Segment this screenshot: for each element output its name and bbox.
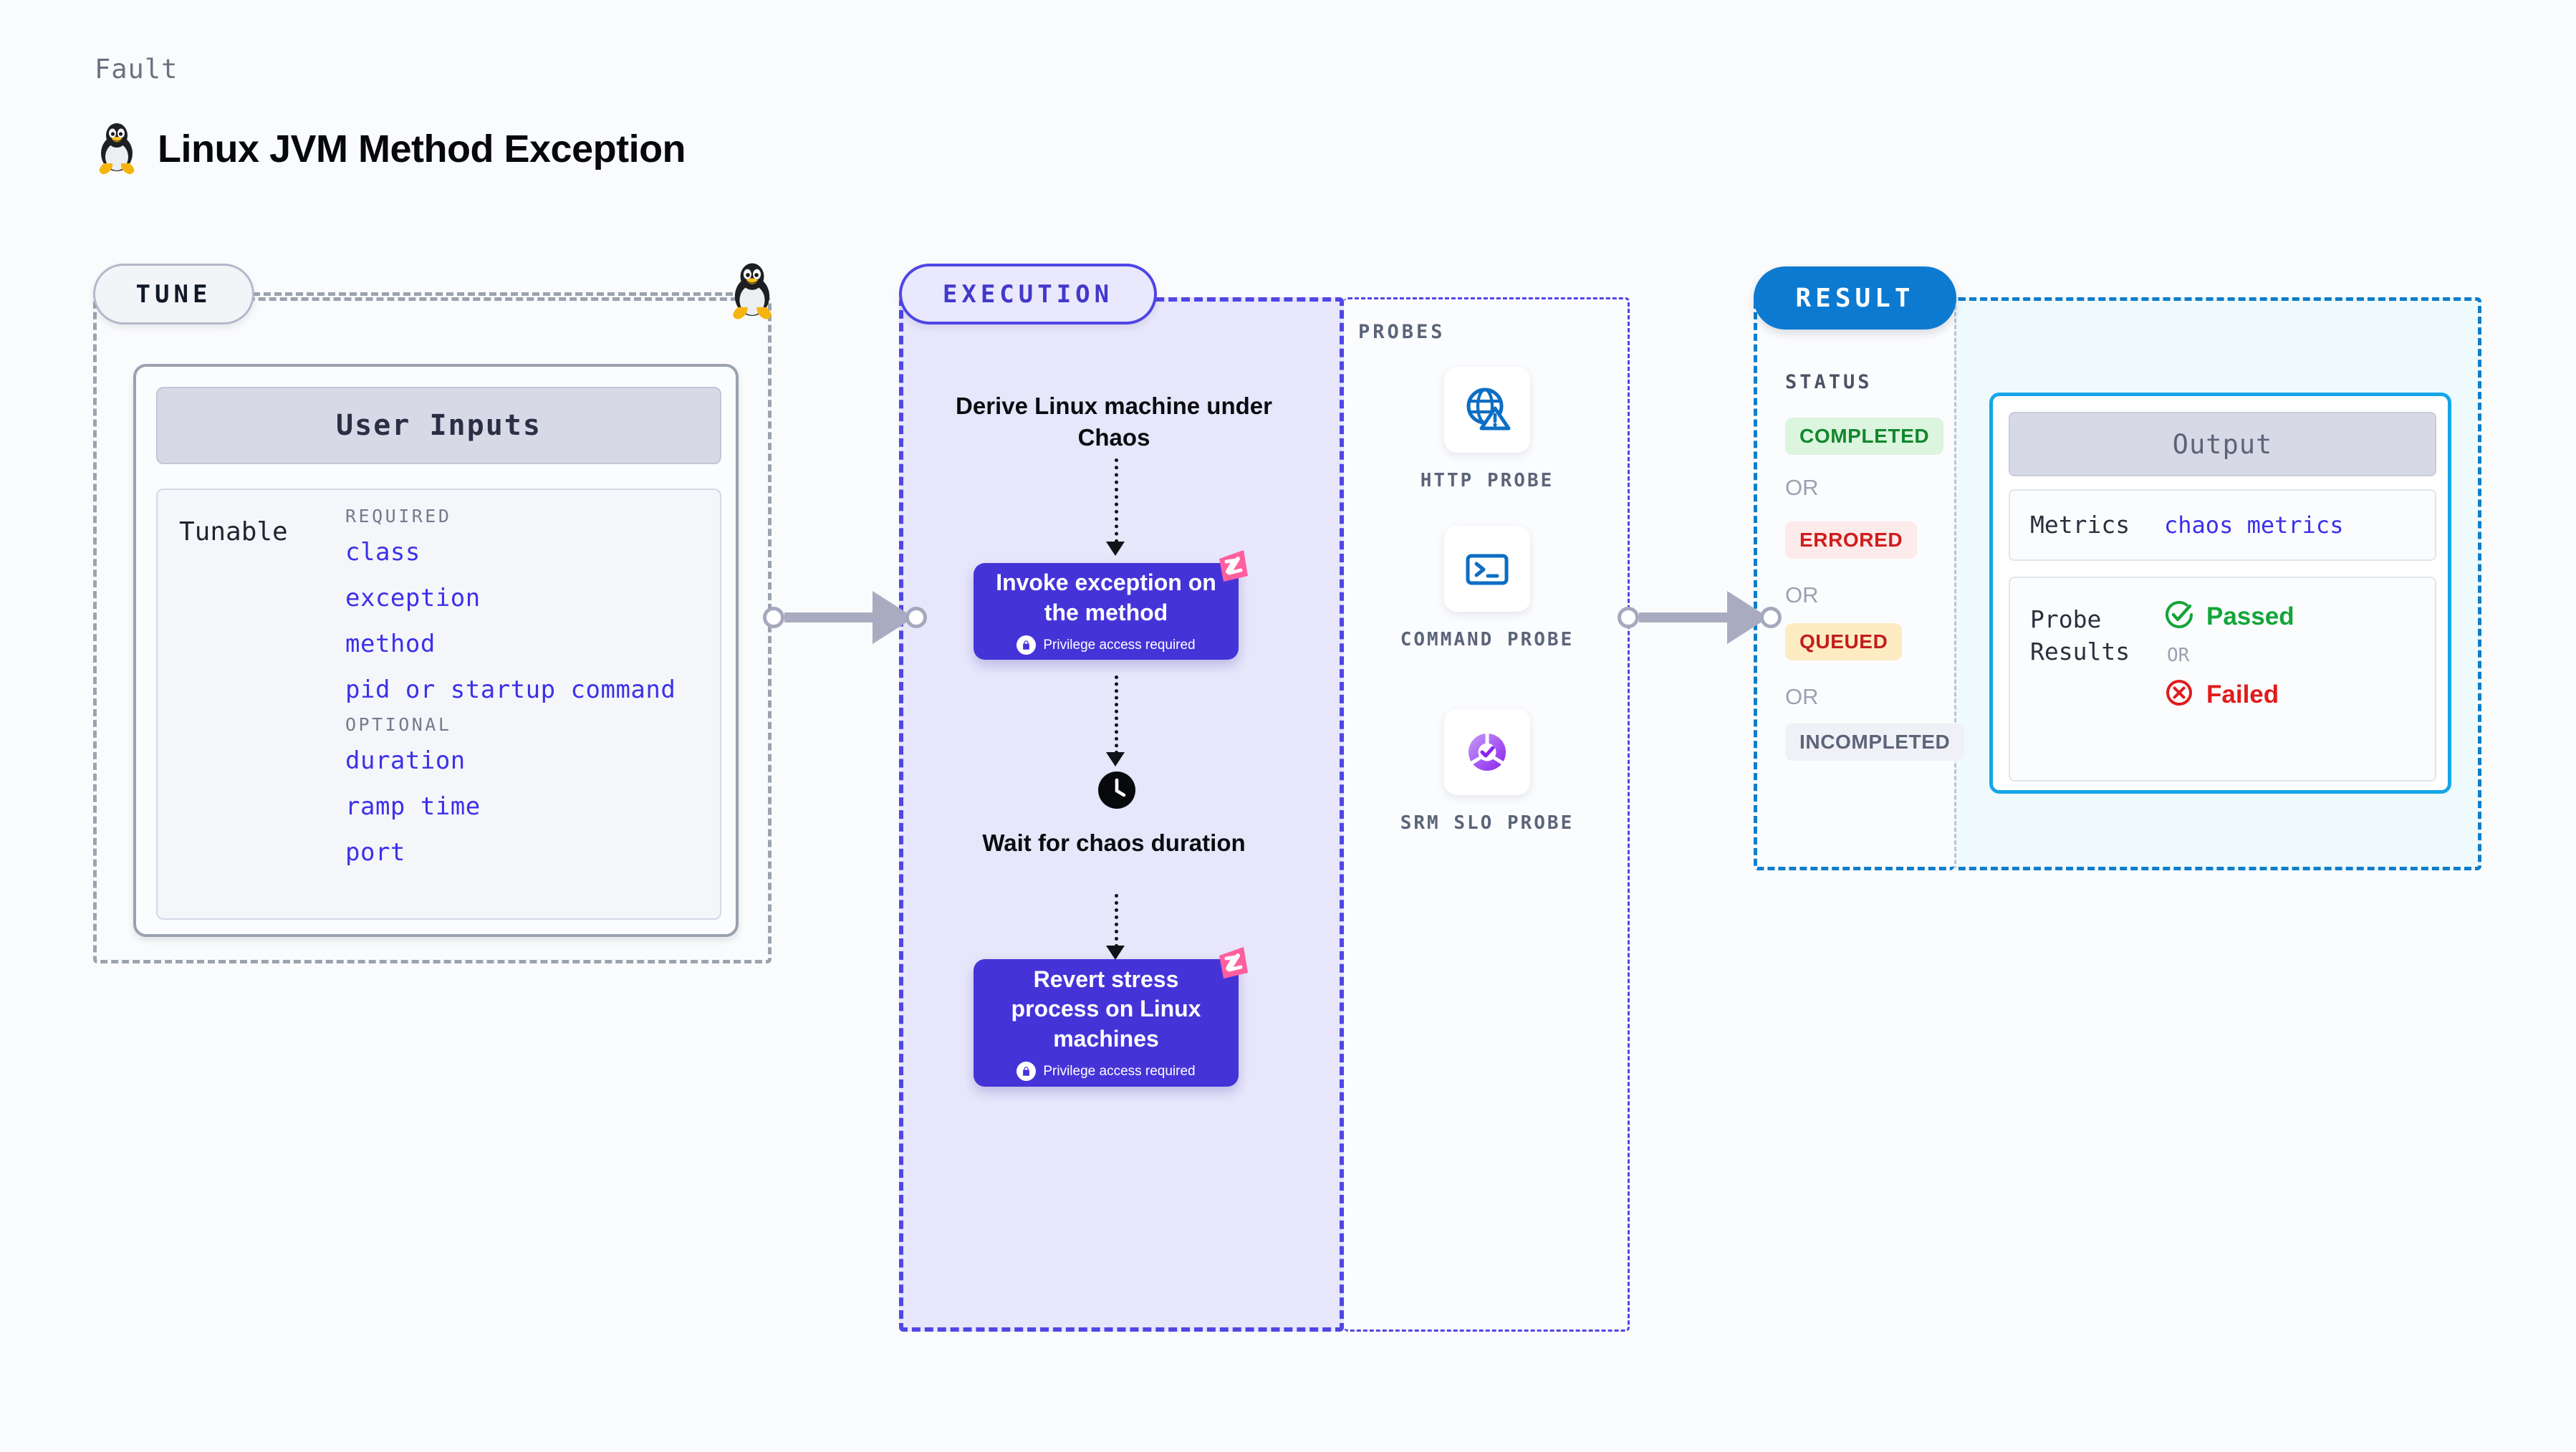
harness-logo-icon: [1212, 943, 1252, 986]
status-badge-errored-wrap: ERRORED: [1785, 521, 1918, 559]
status-badge-incompleted-wrap: INCOMPLETED: [1785, 723, 1965, 761]
tunable-param-port[interactable]: port: [345, 838, 405, 867]
status-or-3: OR: [1785, 684, 1819, 709]
srm-slo-donut-icon: [1444, 709, 1530, 795]
tunable-label: Tunable: [179, 517, 288, 547]
output-probe-results-key: Probe Results: [2030, 605, 2130, 665]
probe-result-or: OR: [2167, 645, 2190, 666]
connector-dot-start: [1618, 607, 1639, 628]
terminal-icon: [1444, 526, 1530, 612]
connector-dot-end: [905, 607, 927, 628]
probes-stage-container: [1344, 297, 1630, 1332]
result-stage-pill[interactable]: RESULT: [1754, 266, 1956, 330]
execution-stage-container: [899, 297, 1344, 1332]
connector-dot-end: [1760, 607, 1782, 628]
status-badge-queued-wrap: QUEUED: [1785, 623, 1903, 660]
probe-label-command: COMMAND PROBE: [1400, 629, 1575, 650]
execution-stage-pill[interactable]: EXECUTION: [899, 264, 1157, 324]
probe-label-srm-slo: SRM SLO PROBE: [1400, 812, 1575, 834]
user-inputs-card: User Inputs Tunable REQUIRED class excep…: [133, 364, 739, 937]
probe-result-failed: Failed: [2164, 678, 2294, 711]
output-card: Output Metrics chaos metrics Probe Resul…: [1989, 393, 2451, 794]
execution-arrowhead-2: [1106, 752, 1125, 766]
execution-step-revert-stress-title: Revert stress process on Linux machines: [1011, 966, 1201, 1052]
status-badge-queued: QUEUED: [1785, 623, 1903, 660]
probe-item-command[interactable]: COMMAND PROBE: [1387, 526, 1587, 653]
tune-connector-dashed-line: [253, 292, 754, 296]
tunable-param-exception[interactable]: exception: [345, 584, 481, 612]
status-badge-completed: COMPLETED: [1785, 418, 1944, 455]
user-inputs-title: User Inputs: [156, 387, 721, 464]
execution-step-derive-machine: Derive Linux machine under Chaos: [956, 393, 1272, 451]
connector-shaft: [784, 612, 874, 622]
linux-tux-icon: [95, 122, 139, 176]
privilege-access-note-2: Privilege access required: [1017, 1062, 1196, 1082]
privilege-access-note-1: Privilege access required: [1017, 635, 1196, 655]
status-badge-incompleted: INCOMPLETED: [1785, 723, 1965, 761]
check-circle-icon: [2164, 600, 2194, 633]
probe-label-http: HTTP PROBE: [1420, 470, 1554, 491]
tunable-param-class[interactable]: class: [345, 538, 420, 567]
clock-icon: [1098, 771, 1135, 812]
execution-dotted-connector-3: [1115, 894, 1118, 948]
connector-arrow-execution-to-result: [1618, 591, 1782, 644]
tunable-param-method[interactable]: method: [345, 630, 436, 658]
probes-section-title: PROBES: [1358, 321, 1446, 343]
output-metrics-key: Metrics: [2030, 510, 2130, 539]
execution-arrowhead-1: [1106, 542, 1125, 556]
close-circle-icon: [2164, 678, 2194, 711]
execution-dotted-connector-1: [1115, 458, 1118, 543]
execution-step-invoke-exception-card[interactable]: Invoke exception on the method Privilege…: [974, 563, 1239, 660]
connector-dot-start: [763, 607, 784, 628]
probe-result-passed: Passed: [2164, 600, 2294, 633]
connector-shaft: [1639, 612, 1729, 622]
output-row-metrics: Metrics chaos metrics: [2009, 489, 2436, 561]
status-section-title: STATUS: [1785, 371, 1873, 393]
connector-arrow-tune-to-execution: [763, 591, 927, 644]
probe-item-srm-slo[interactable]: SRM SLO PROBE: [1387, 709, 1587, 836]
tunable-param-ramp-time[interactable]: ramp time: [345, 792, 481, 821]
tune-stage-container: [93, 297, 772, 963]
tunable-param-duration[interactable]: duration: [345, 746, 466, 775]
lock-icon: [1017, 635, 1037, 655]
output-row-probe-results: Probe Results Passed OR: [2009, 577, 2436, 782]
output-probe-results-values: Passed OR Failed: [2164, 578, 2294, 711]
execution-arrowhead-3: [1106, 946, 1125, 960]
privilege-access-label-1: Privilege access required: [1043, 637, 1196, 653]
page-title: Linux JVM Method Exception: [158, 128, 686, 170]
result-status-container: [1754, 297, 1954, 870]
probe-item-http[interactable]: HTTP PROBE: [1387, 367, 1587, 494]
page-eyebrow: Fault: [95, 54, 178, 85]
status-or-2: OR: [1785, 582, 1819, 607]
probe-result-passed-label: Passed: [2206, 602, 2294, 630]
tune-stage-pill[interactable]: TUNE: [93, 264, 254, 324]
tunable-parameter-list: REQUIRED class exception method pid or s…: [345, 506, 711, 884]
group-label-optional: OPTIONAL: [345, 714, 452, 735]
privilege-access-label-2: Privilege access required: [1043, 1063, 1196, 1079]
status-or-1: OR: [1785, 475, 1819, 500]
execution-step-wait-for-chaos: Wait for chaos duration: [982, 830, 1246, 856]
output-metrics-value[interactable]: chaos metrics: [2164, 511, 2344, 539]
status-badge-completed-wrap: COMPLETED: [1785, 418, 1944, 455]
tunable-panel: Tunable REQUIRED class exception method …: [156, 489, 721, 920]
harness-logo-icon: [1212, 546, 1252, 590]
linux-tux-icon-badge: [728, 261, 777, 325]
output-card-title: Output: [2009, 412, 2436, 476]
page-title-row: Linux JVM Method Exception: [95, 122, 686, 176]
probe-result-failed-label: Failed: [2206, 680, 2279, 708]
status-badge-errored: ERRORED: [1785, 521, 1918, 559]
group-label-required: REQUIRED: [345, 506, 452, 527]
tunable-param-pid-or-startup-command[interactable]: pid or startup command: [345, 675, 676, 704]
execution-step-revert-stress-card[interactable]: Revert stress process on Linux machines …: [974, 959, 1239, 1087]
execution-step-invoke-exception-title: Invoke exception on the method: [996, 569, 1216, 625]
execution-dotted-connector-2: [1115, 675, 1118, 754]
lock-icon: [1017, 1062, 1037, 1082]
globe-warning-icon: [1444, 367, 1530, 453]
